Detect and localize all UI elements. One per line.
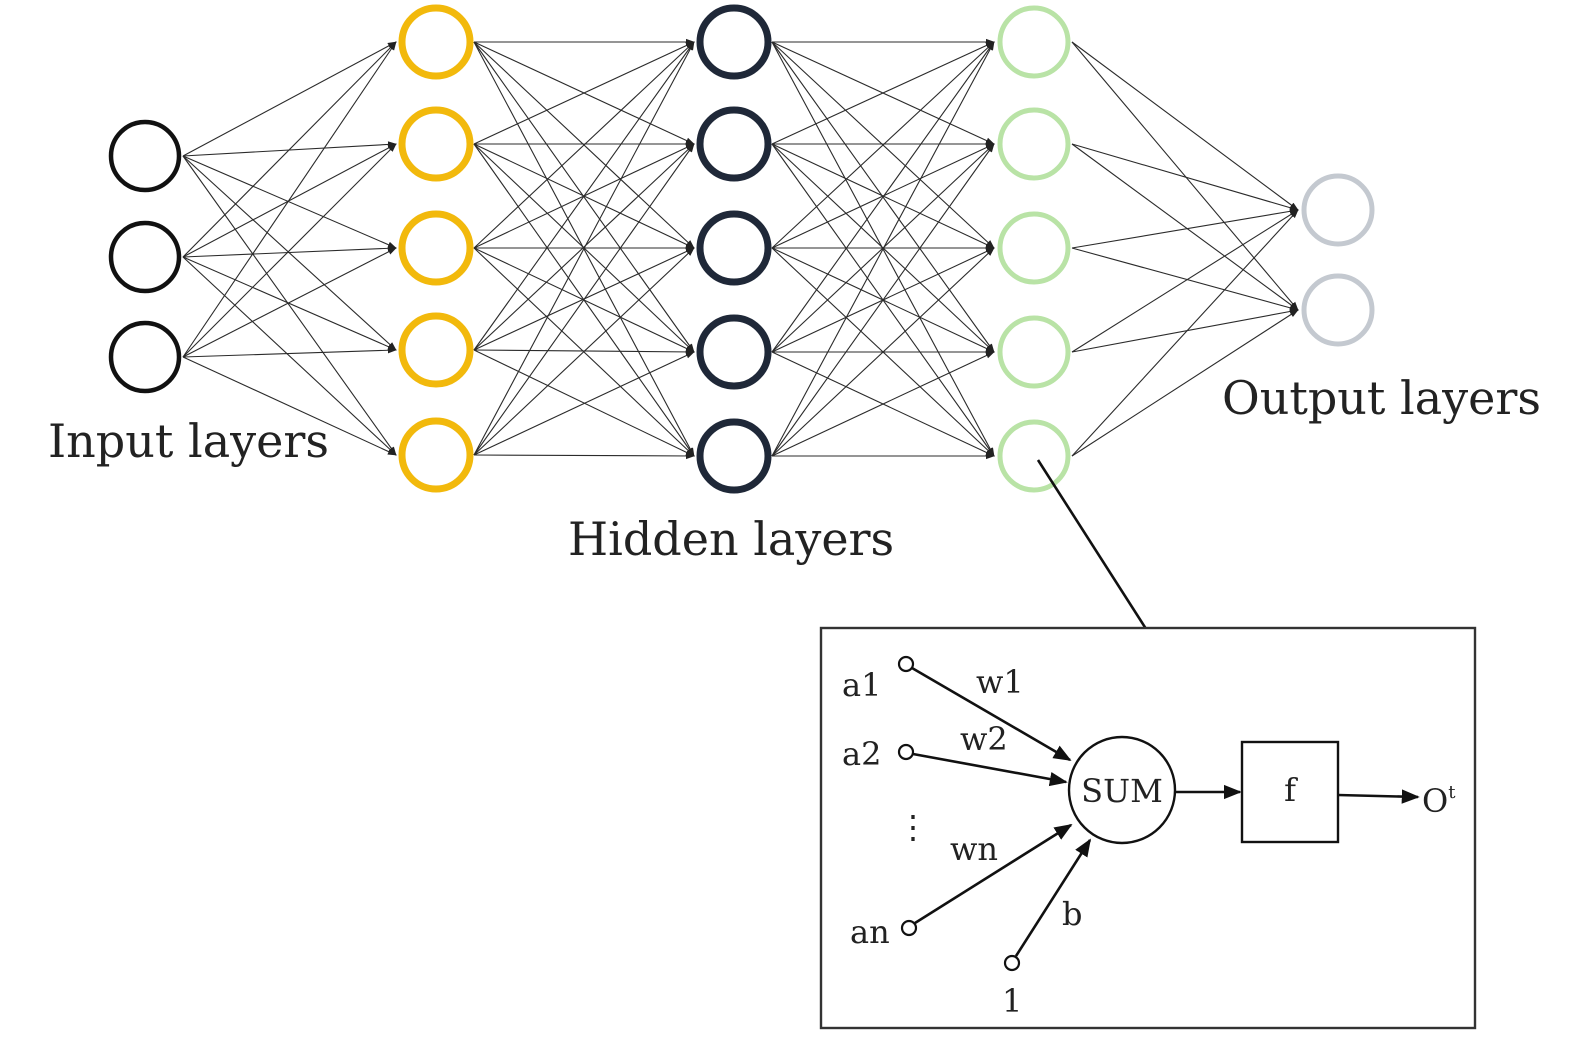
connection-hidden-2-3-to-hidden-3-1 xyxy=(771,41,995,249)
connection-hidden-2-4-to-hidden-3-1 xyxy=(771,41,995,353)
input-node-3 xyxy=(108,320,182,394)
input-node-1 xyxy=(108,119,182,193)
connection-hidden-1-5-to-hidden-2-1 xyxy=(473,41,695,456)
connection-input-1-to-hidden-1-3 xyxy=(182,155,397,249)
connection-input-3-to-hidden-1-2 xyxy=(182,143,397,358)
bias-arrow xyxy=(1014,838,1092,957)
hidden-2-node-2 xyxy=(696,106,772,182)
connection-hidden-3-3-to-output-2 xyxy=(1071,247,1299,311)
weight-label-w2: w2 xyxy=(960,720,1008,758)
connection-hidden-3-4-to-output-1 xyxy=(1071,209,1299,353)
connection-hidden-3-2-to-output-2 xyxy=(1071,143,1299,311)
input-label-an: an xyxy=(850,913,890,951)
activation-box xyxy=(1240,740,1340,844)
output-node-2 xyxy=(1301,273,1375,347)
sum-label: SUM xyxy=(1081,772,1163,810)
connection-hidden-1-4-to-hidden-2-1 xyxy=(473,41,695,351)
connection-input-2-to-hidden-1-4 xyxy=(182,256,397,351)
weight-arrow-w2 xyxy=(912,752,1068,787)
input-terminal-a2 xyxy=(897,743,915,761)
output-node-1 xyxy=(1301,173,1375,247)
connection-hidden-1-5-to-hidden-2-5 xyxy=(473,452,695,460)
connection-input-2-to-hidden-1-1 xyxy=(182,41,397,258)
connection-hidden-2-5-to-hidden-3-2 xyxy=(771,143,995,457)
bias-terminal xyxy=(1003,954,1021,972)
connection-hidden-1-2-to-hidden-2-1 xyxy=(473,41,695,145)
hidden-3-node-4 xyxy=(997,315,1071,389)
connection-hidden-1-4-to-hidden-2-2 xyxy=(473,143,695,351)
input-ellipsis: ⋮ xyxy=(897,808,929,846)
connection-hidden-3-2-to-output-1 xyxy=(1071,143,1299,211)
connection-hidden-2-5-to-hidden-3-4 xyxy=(771,351,995,457)
connection-hidden-1-1-to-hidden-2-4 xyxy=(473,41,695,353)
connection-hidden-1-5-to-hidden-2-4 xyxy=(473,351,695,456)
hidden-1-node-3 xyxy=(398,210,474,286)
connection-input-3-to-hidden-1-4 xyxy=(182,347,397,358)
hidden-3-node-5 xyxy=(997,419,1071,493)
connection-input-2-to-hidden-1-3 xyxy=(182,245,397,258)
connection-hidden-2-2-to-hidden-3-1 xyxy=(771,41,995,145)
output-layers-label: Output layers xyxy=(1222,371,1541,425)
hidden-1-node-2 xyxy=(398,106,474,182)
connection-input-2-to-hidden-1-5 xyxy=(182,256,397,456)
hidden-1-node-5 xyxy=(398,417,474,493)
connection-hidden-3-1-to-output-1 xyxy=(1071,41,1299,211)
neuron-detail-box: SUM f a1 a2 ⋮ an w1 w2 wn b 1 Ot xyxy=(819,626,1477,1030)
sum-node xyxy=(1067,735,1177,845)
weight-arrow-wn xyxy=(914,823,1073,925)
connection-hidden-2-5-to-hidden-3-3 xyxy=(771,247,995,457)
output-label: Ot xyxy=(1422,782,1456,820)
weight-arrow-w1 xyxy=(911,666,1072,762)
connection-hidden-1-3-to-hidden-2-1 xyxy=(473,41,695,249)
connection-hidden-3-4-to-output-2 xyxy=(1071,308,1299,353)
bias-label: b xyxy=(1062,895,1082,933)
connection-hidden-2-3-to-hidden-3-2 xyxy=(771,143,995,249)
hidden-2-node-5 xyxy=(696,418,772,494)
input-label-a2: a2 xyxy=(842,735,881,773)
weight-label-wn: wn xyxy=(950,830,998,868)
output-arrow xyxy=(1337,789,1420,804)
input-terminal-an xyxy=(900,919,918,937)
network-connections xyxy=(182,38,1299,460)
hidden-1-node-1 xyxy=(398,4,474,80)
connection-hidden-1-5-to-hidden-2-3 xyxy=(473,247,695,456)
hidden-1-node-4 xyxy=(398,312,474,388)
hidden-2-node-1 xyxy=(696,4,772,80)
connection-hidden-3-5-to-output-1 xyxy=(1071,209,1299,457)
input-terminal-a1 xyxy=(897,655,915,673)
connection-hidden-3-1-to-output-2 xyxy=(1071,41,1299,311)
network-nodes xyxy=(108,4,1375,494)
input-label-a1: a1 xyxy=(842,666,881,704)
hidden-3-node-2 xyxy=(997,107,1071,181)
connection-hidden-1-5-to-hidden-2-2 xyxy=(473,143,695,456)
input-node-2 xyxy=(108,220,182,294)
weight-label-w1: w1 xyxy=(976,663,1024,701)
connection-input-3-to-hidden-1-1 xyxy=(182,41,397,358)
hidden-layers-label: Hidden layers xyxy=(568,512,894,566)
connection-input-2-to-hidden-1-2 xyxy=(182,143,397,258)
connection-input-3-to-hidden-1-5 xyxy=(182,356,397,456)
hidden-3-node-3 xyxy=(997,211,1071,285)
bias-input-label: 1 xyxy=(1002,982,1022,1020)
connection-hidden-3-3-to-output-1 xyxy=(1071,208,1299,249)
hidden-3-node-1 xyxy=(997,5,1071,79)
connection-input-3-to-hidden-1-3 xyxy=(182,247,397,358)
connection-hidden-2-5-to-hidden-3-1 xyxy=(771,41,995,457)
connection-input-1-to-hidden-1-5 xyxy=(182,155,397,456)
connection-input-1-to-hidden-1-1 xyxy=(182,41,397,157)
connection-hidden-3-5-to-output-2 xyxy=(1071,309,1299,457)
input-layers-label: Input layers xyxy=(48,414,329,468)
hidden-2-node-3 xyxy=(696,210,772,286)
activation-label: f xyxy=(1284,771,1298,809)
hidden-2-node-4 xyxy=(696,314,772,390)
